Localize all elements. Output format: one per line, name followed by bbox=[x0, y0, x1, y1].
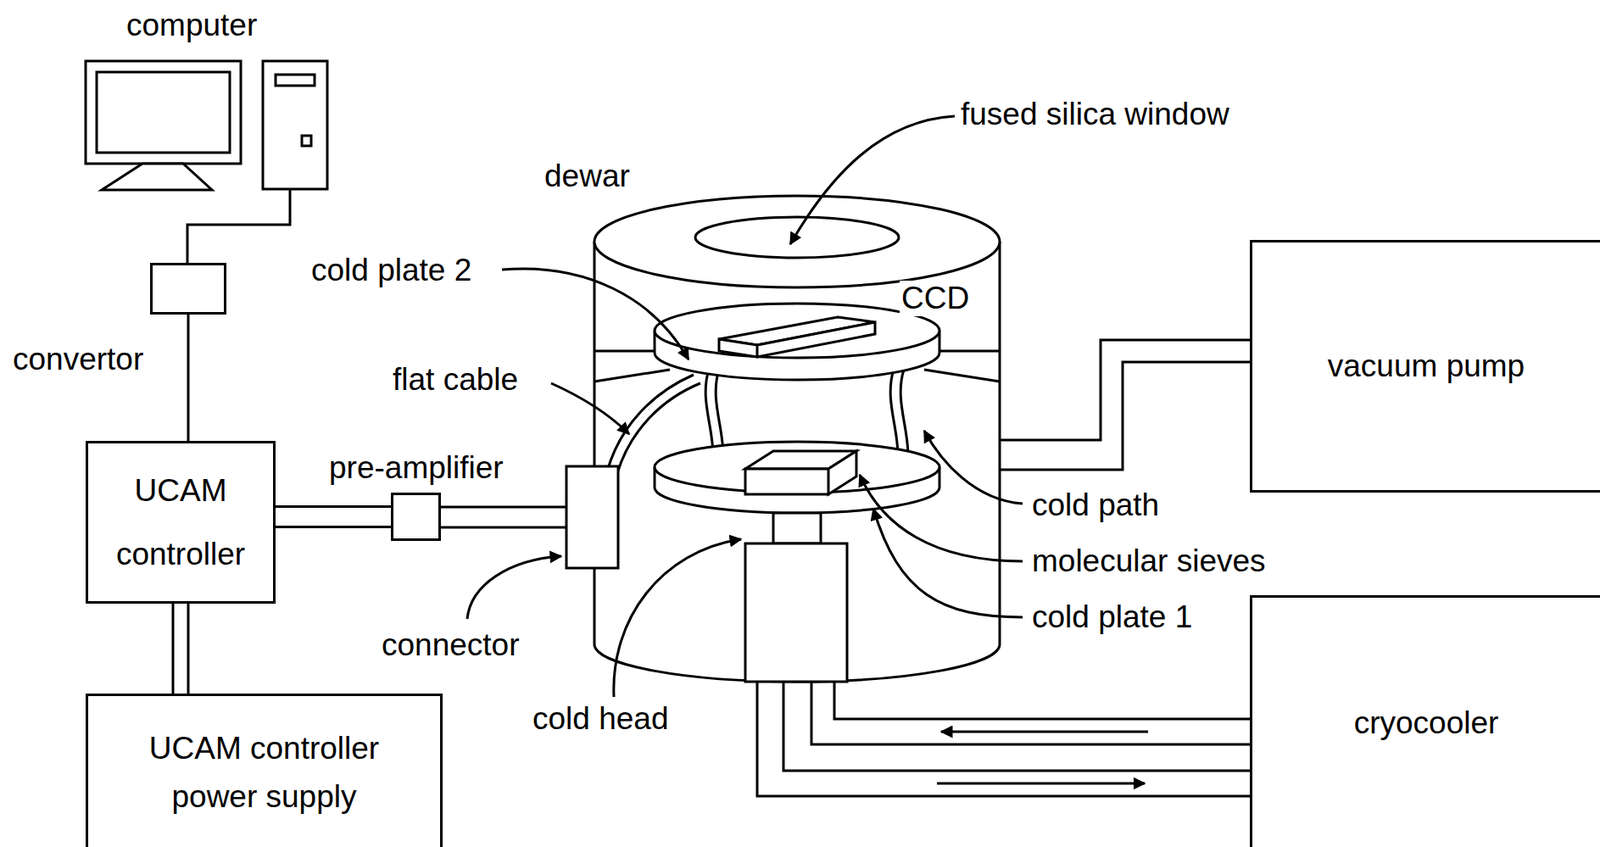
connector-line bbox=[275, 525, 391, 529]
fused-silica-window bbox=[695, 217, 899, 258]
part-label: cold path bbox=[1030, 487, 1161, 524]
box-text: UCAM controller power supply bbox=[137, 724, 392, 821]
connector bbox=[275, 507, 391, 528]
monitor-stand bbox=[101, 163, 212, 190]
connector-line bbox=[275, 505, 391, 508]
box-text: pre-amplifier bbox=[328, 450, 504, 486]
coolant-line bbox=[757, 681, 1250, 797]
box-text: convertor bbox=[12, 341, 144, 378]
leader-line bbox=[551, 383, 630, 435]
box-text: cryocooler bbox=[1354, 705, 1500, 742]
monitor-screen bbox=[96, 72, 230, 153]
flow-arrow bbox=[941, 730, 1149, 734]
vacuum-pipe bbox=[999, 340, 1250, 470]
box: cryocooler bbox=[1249, 595, 1600, 847]
part-label: cold plate 2 bbox=[309, 252, 474, 289]
dewar-top bbox=[594, 195, 1000, 288]
connector-cable bbox=[440, 507, 567, 528]
connector-line bbox=[187, 314, 190, 441]
connector-line bbox=[187, 603, 190, 694]
part-label: CCD bbox=[899, 280, 971, 317]
computer-tower bbox=[262, 61, 328, 190]
connector-line bbox=[172, 603, 175, 694]
part-label: dewar bbox=[542, 158, 632, 195]
box-text: vacuum pump bbox=[1327, 348, 1525, 385]
leader-line bbox=[467, 556, 562, 619]
part-label: molecular sieves bbox=[1030, 543, 1268, 580]
box-text: UCAM controller bbox=[95, 458, 266, 586]
leader-line bbox=[790, 116, 955, 245]
molecular-sieves-side bbox=[745, 451, 857, 495]
part-label: cold plate 1 bbox=[1030, 599, 1194, 636]
leader-line bbox=[924, 430, 1023, 504]
connector bbox=[172, 603, 189, 694]
part-label: flat cable bbox=[390, 362, 520, 398]
leader-line bbox=[873, 508, 1023, 618]
box: UCAM controller power supply bbox=[85, 693, 443, 847]
part-label: fused silica window bbox=[958, 96, 1232, 133]
part-label: computer bbox=[124, 7, 259, 44]
part-label: cold head bbox=[530, 701, 670, 737]
flow-arrow bbox=[936, 782, 1145, 786]
box: pre-amplifier bbox=[390, 492, 441, 541]
part-label: connector bbox=[379, 627, 522, 664]
cold-head-neck bbox=[773, 512, 821, 544]
leader-line bbox=[501, 268, 689, 360]
monitor bbox=[85, 61, 241, 164]
cold-plate-2-top bbox=[654, 303, 940, 358]
connector bbox=[188, 314, 190, 441]
tower-button bbox=[301, 135, 312, 146]
leader-line bbox=[613, 539, 742, 697]
box: convertor bbox=[150, 262, 227, 315]
box: UCAM controller bbox=[85, 440, 276, 604]
tower-slot bbox=[275, 74, 315, 86]
cold-head bbox=[745, 543, 848, 682]
leader-line bbox=[859, 474, 1023, 562]
dewar-body bbox=[594, 241, 1000, 682]
ccd-chip-side bbox=[719, 322, 876, 357]
computer-cable bbox=[187, 189, 290, 263]
connector-block bbox=[566, 466, 619, 569]
box: vacuum pump bbox=[1249, 239, 1600, 493]
